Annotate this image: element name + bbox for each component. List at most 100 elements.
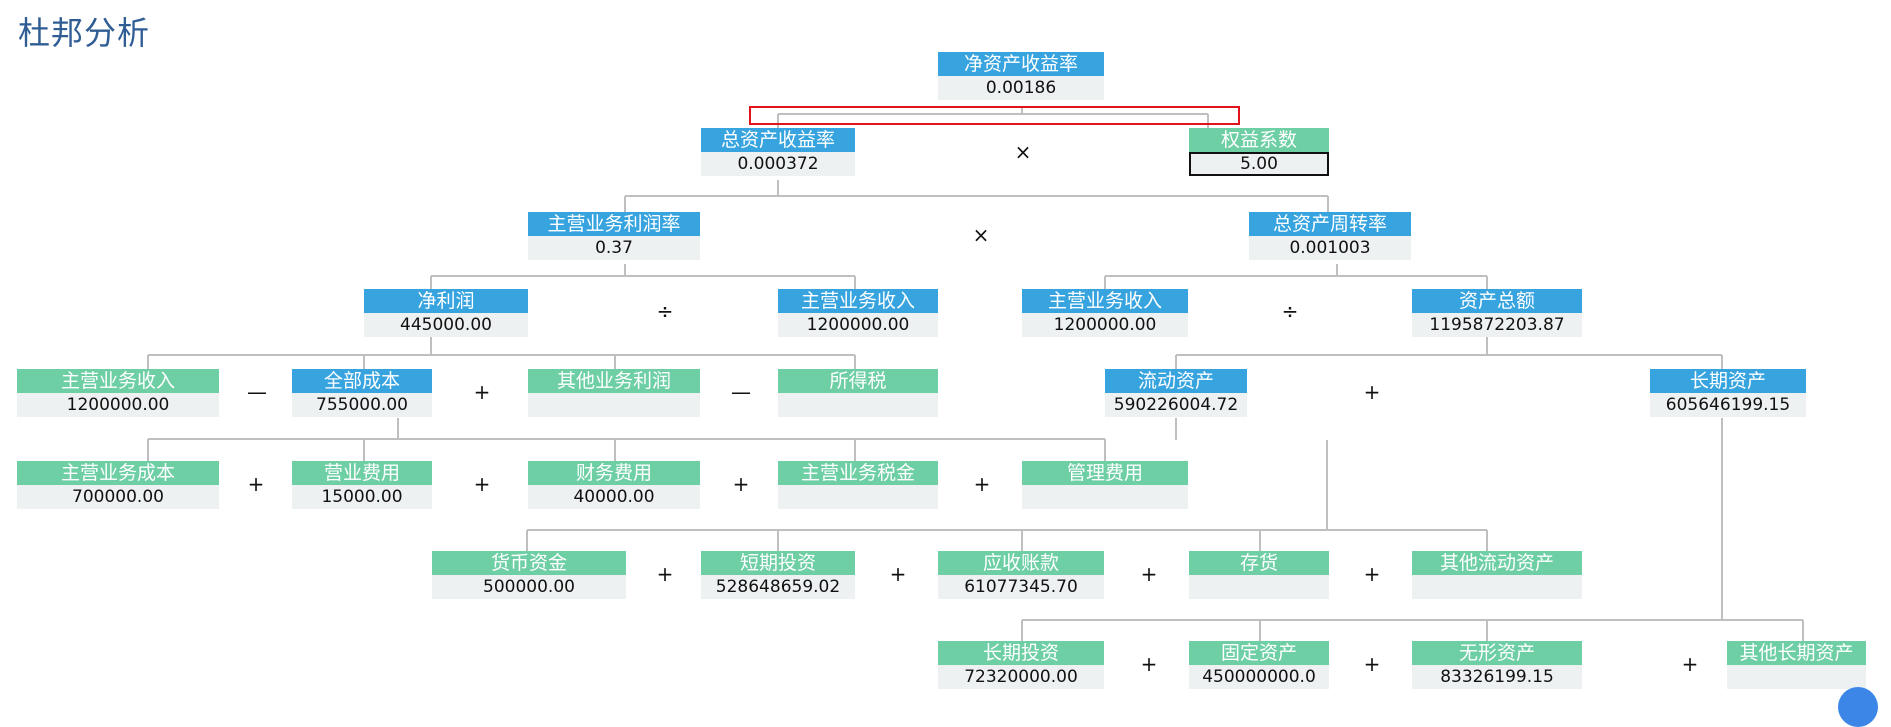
node-value: 40000.00 bbox=[528, 485, 700, 509]
node-value: 15000.00 bbox=[292, 485, 432, 509]
node-label: 总资产收益率 bbox=[701, 128, 855, 152]
plus-operator: + bbox=[1140, 652, 1158, 676]
node-admin-expense[interactable]: 管理费用 bbox=[1022, 461, 1188, 509]
node-label: 其他长期资产 bbox=[1727, 641, 1866, 665]
node-label: 货币资金 bbox=[432, 551, 626, 575]
node-label: 主营业务成本 bbox=[17, 461, 219, 485]
node-fixed-assets[interactable]: 固定资产 450000000.0 bbox=[1189, 641, 1329, 689]
plus-operator: + bbox=[732, 472, 750, 496]
node-cost-of-sales[interactable]: 主营业务成本 700000.00 bbox=[17, 461, 219, 509]
node-value: 755000.00 bbox=[292, 393, 432, 417]
plus-operator: + bbox=[656, 562, 674, 586]
node-short-term-investment[interactable]: 短期投资 528648659.02 bbox=[701, 551, 855, 599]
node-label: 流动资产 bbox=[1105, 369, 1247, 393]
node-label: 权益系数 bbox=[1189, 128, 1329, 152]
node-label: 财务费用 bbox=[528, 461, 700, 485]
node-label: 净资产收益率 bbox=[938, 52, 1104, 76]
node-revenue[interactable]: 主营业务收入 1200000.00 bbox=[778, 289, 938, 337]
plus-operator: + bbox=[473, 472, 491, 496]
node-label: 营业费用 bbox=[292, 461, 432, 485]
node-longterm-assets[interactable]: 长期资产 605646199.15 bbox=[1650, 369, 1806, 417]
node-total-cost[interactable]: 全部成本 755000.00 bbox=[292, 369, 432, 417]
node-label: 应收账款 bbox=[938, 551, 1104, 575]
node-other-longterm-assets[interactable]: 其他长期资产 bbox=[1727, 641, 1866, 689]
node-label: 主营业务收入 bbox=[778, 289, 938, 313]
node-receivables[interactable]: 应收账款 61077345.70 bbox=[938, 551, 1104, 599]
node-value: 0.00186 bbox=[938, 76, 1104, 100]
multiply-operator: × bbox=[972, 223, 990, 247]
minus-operator: — bbox=[247, 380, 267, 404]
node-long-term-investment[interactable]: 长期投资 72320000.00 bbox=[938, 641, 1104, 689]
node-equity-multiplier[interactable]: 权益系数 5.00 bbox=[1189, 128, 1329, 176]
node-inventory[interactable]: 存货 bbox=[1189, 551, 1329, 599]
node-label: 主营业务收入 bbox=[17, 369, 219, 393]
node-value: 500000.00 bbox=[432, 575, 626, 599]
divide-operator: ÷ bbox=[1281, 299, 1299, 323]
node-label: 主营业务利润率 bbox=[528, 212, 700, 236]
node-asset-turnover[interactable]: 总资产周转率 0.001003 bbox=[1249, 212, 1411, 260]
node-label: 总资产周转率 bbox=[1249, 212, 1411, 236]
node-label: 全部成本 bbox=[292, 369, 432, 393]
node-selling-expense[interactable]: 营业费用 15000.00 bbox=[292, 461, 432, 509]
node-value: 0.001003 bbox=[1249, 236, 1411, 260]
node-intangible-assets[interactable]: 无形资产 83326199.15 bbox=[1412, 641, 1582, 689]
node-label: 存货 bbox=[1189, 551, 1329, 575]
node-label: 管理费用 bbox=[1022, 461, 1188, 485]
node-value bbox=[778, 393, 938, 417]
plus-operator: + bbox=[1363, 380, 1381, 404]
node-current-assets[interactable]: 流动资产 590226004.72 bbox=[1105, 369, 1247, 417]
node-label: 无形资产 bbox=[1412, 641, 1582, 665]
plus-operator: + bbox=[1681, 652, 1699, 676]
node-total-assets[interactable]: 资产总额 1195872203.87 bbox=[1412, 289, 1582, 337]
node-other-current-assets[interactable]: 其他流动资产 bbox=[1412, 551, 1582, 599]
node-label: 其他业务利润 bbox=[528, 369, 700, 393]
plus-operator: + bbox=[247, 472, 265, 496]
node-label: 净利润 bbox=[364, 289, 528, 313]
node-value bbox=[1412, 575, 1582, 599]
node-value: 83326199.15 bbox=[1412, 665, 1582, 689]
node-roa[interactable]: 总资产收益率 0.000372 bbox=[701, 128, 855, 176]
node-roe[interactable]: 净资产收益率 0.00186 bbox=[938, 52, 1104, 100]
node-revenue[interactable]: 主营业务收入 1200000.00 bbox=[1022, 289, 1188, 337]
node-value: 590226004.72 bbox=[1105, 393, 1247, 417]
node-label: 所得税 bbox=[778, 369, 938, 393]
node-value: 450000000.0 bbox=[1189, 665, 1329, 689]
plus-operator: + bbox=[473, 380, 491, 404]
node-label: 短期投资 bbox=[701, 551, 855, 575]
node-finance-expense[interactable]: 财务费用 40000.00 bbox=[528, 461, 700, 509]
node-value: 1200000.00 bbox=[17, 393, 219, 417]
node-label: 主营业务收入 bbox=[1022, 289, 1188, 313]
node-net-profit[interactable]: 净利润 445000.00 bbox=[364, 289, 528, 337]
plus-operator: + bbox=[973, 472, 991, 496]
node-value: 0.000372 bbox=[701, 152, 855, 176]
divide-operator: ÷ bbox=[656, 299, 674, 323]
page-title: 杜邦分析 bbox=[18, 14, 151, 52]
plus-operator: + bbox=[1140, 562, 1158, 586]
plus-operator: + bbox=[1363, 562, 1381, 586]
selection-highlight bbox=[749, 106, 1240, 125]
node-sales-tax[interactable]: 主营业务税金 bbox=[778, 461, 938, 509]
node-profit-margin[interactable]: 主营业务利润率 0.37 bbox=[528, 212, 700, 260]
plus-operator: + bbox=[1363, 652, 1381, 676]
node-value bbox=[1022, 485, 1188, 509]
node-value: 61077345.70 bbox=[938, 575, 1104, 599]
node-label: 资产总额 bbox=[1412, 289, 1582, 313]
node-value: 605646199.15 bbox=[1650, 393, 1806, 417]
node-cash[interactable]: 货币资金 500000.00 bbox=[432, 551, 626, 599]
node-value: 1200000.00 bbox=[778, 313, 938, 337]
node-revenue[interactable]: 主营业务收入 1200000.00 bbox=[17, 369, 219, 417]
node-label: 主营业务税金 bbox=[778, 461, 938, 485]
node-value: 1200000.00 bbox=[1022, 313, 1188, 337]
floating-action-button[interactable] bbox=[1838, 687, 1878, 727]
node-value bbox=[528, 393, 700, 417]
node-value: 528648659.02 bbox=[701, 575, 855, 599]
node-other-profit[interactable]: 其他业务利润 bbox=[528, 369, 700, 417]
node-label: 其他流动资产 bbox=[1412, 551, 1582, 575]
node-value: 72320000.00 bbox=[938, 665, 1104, 689]
node-value: 0.37 bbox=[528, 236, 700, 260]
node-value: 5.00 bbox=[1189, 152, 1329, 176]
node-income-tax[interactable]: 所得税 bbox=[778, 369, 938, 417]
node-value: 700000.00 bbox=[17, 485, 219, 509]
multiply-operator: × bbox=[1014, 140, 1032, 164]
node-value bbox=[778, 485, 938, 509]
